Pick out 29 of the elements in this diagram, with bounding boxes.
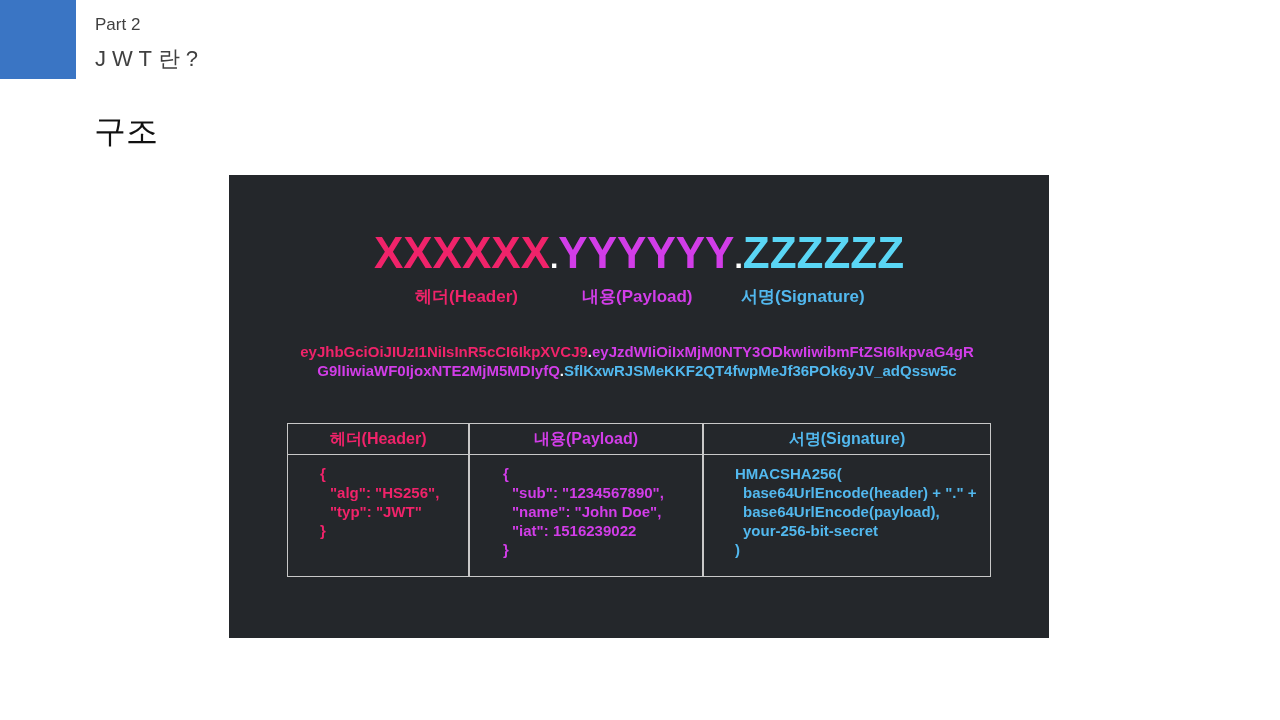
part-caption: 내용(Payload) [582, 286, 693, 308]
code-line: HMACSHA256( [735, 465, 842, 483]
code-line: } [503, 541, 509, 559]
dot: . [734, 240, 743, 276]
code-line: your-256-bit-secret [743, 522, 879, 540]
dot: . [550, 241, 559, 276]
code-line: { [503, 465, 509, 483]
placeholder-text: XXXXXX [373, 227, 550, 279]
code-line: { [320, 465, 326, 483]
code-line: "sub": "1234567890", [512, 484, 664, 502]
part-caption: 헤더(Header) [415, 286, 518, 308]
code-line: } [320, 522, 326, 540]
column-header: 서명(Signature) [703, 423, 991, 455]
slide-title: J W T 란 ? [95, 45, 199, 73]
column-header: 내용(Payload) [469, 423, 703, 455]
code-line: "alg": "HS256", [330, 484, 440, 502]
code-line: "typ": "JWT" [330, 503, 422, 521]
code-line: base64UrlEncode(header) + "." + [743, 484, 977, 502]
placeholder-text: ZZZZZZ [742, 227, 905, 279]
heading: 구조 [94, 112, 158, 151]
column-header: 헤더(Header) [287, 423, 469, 455]
token-string: eyJhbGciOiJIUzI1NiIsInR5cCI6IkpXVCJ9.eyJzdWIiOiIxMjM0NTY3ODkwIiwibmFtZSI6IkpvaG4gRG9lIiwiaWF0IjoxNTE2MjM5MDIyfQ.SflKxwRJSMeKKF2QT4fwpMeJf36POk6yJV_adQssw5c [299, 342, 975, 380]
section-label: Part 2 [95, 15, 141, 35]
code-line: base64UrlEncode(payload), [743, 503, 940, 521]
part-caption: 서명(Signature) [741, 286, 865, 308]
code-line: ) [735, 541, 740, 559]
code-line: "iat": 1516239022 [512, 522, 637, 540]
code-line: "name": "John Doe", [512, 503, 662, 521]
placeholder-text: YYYYYY [558, 227, 735, 279]
